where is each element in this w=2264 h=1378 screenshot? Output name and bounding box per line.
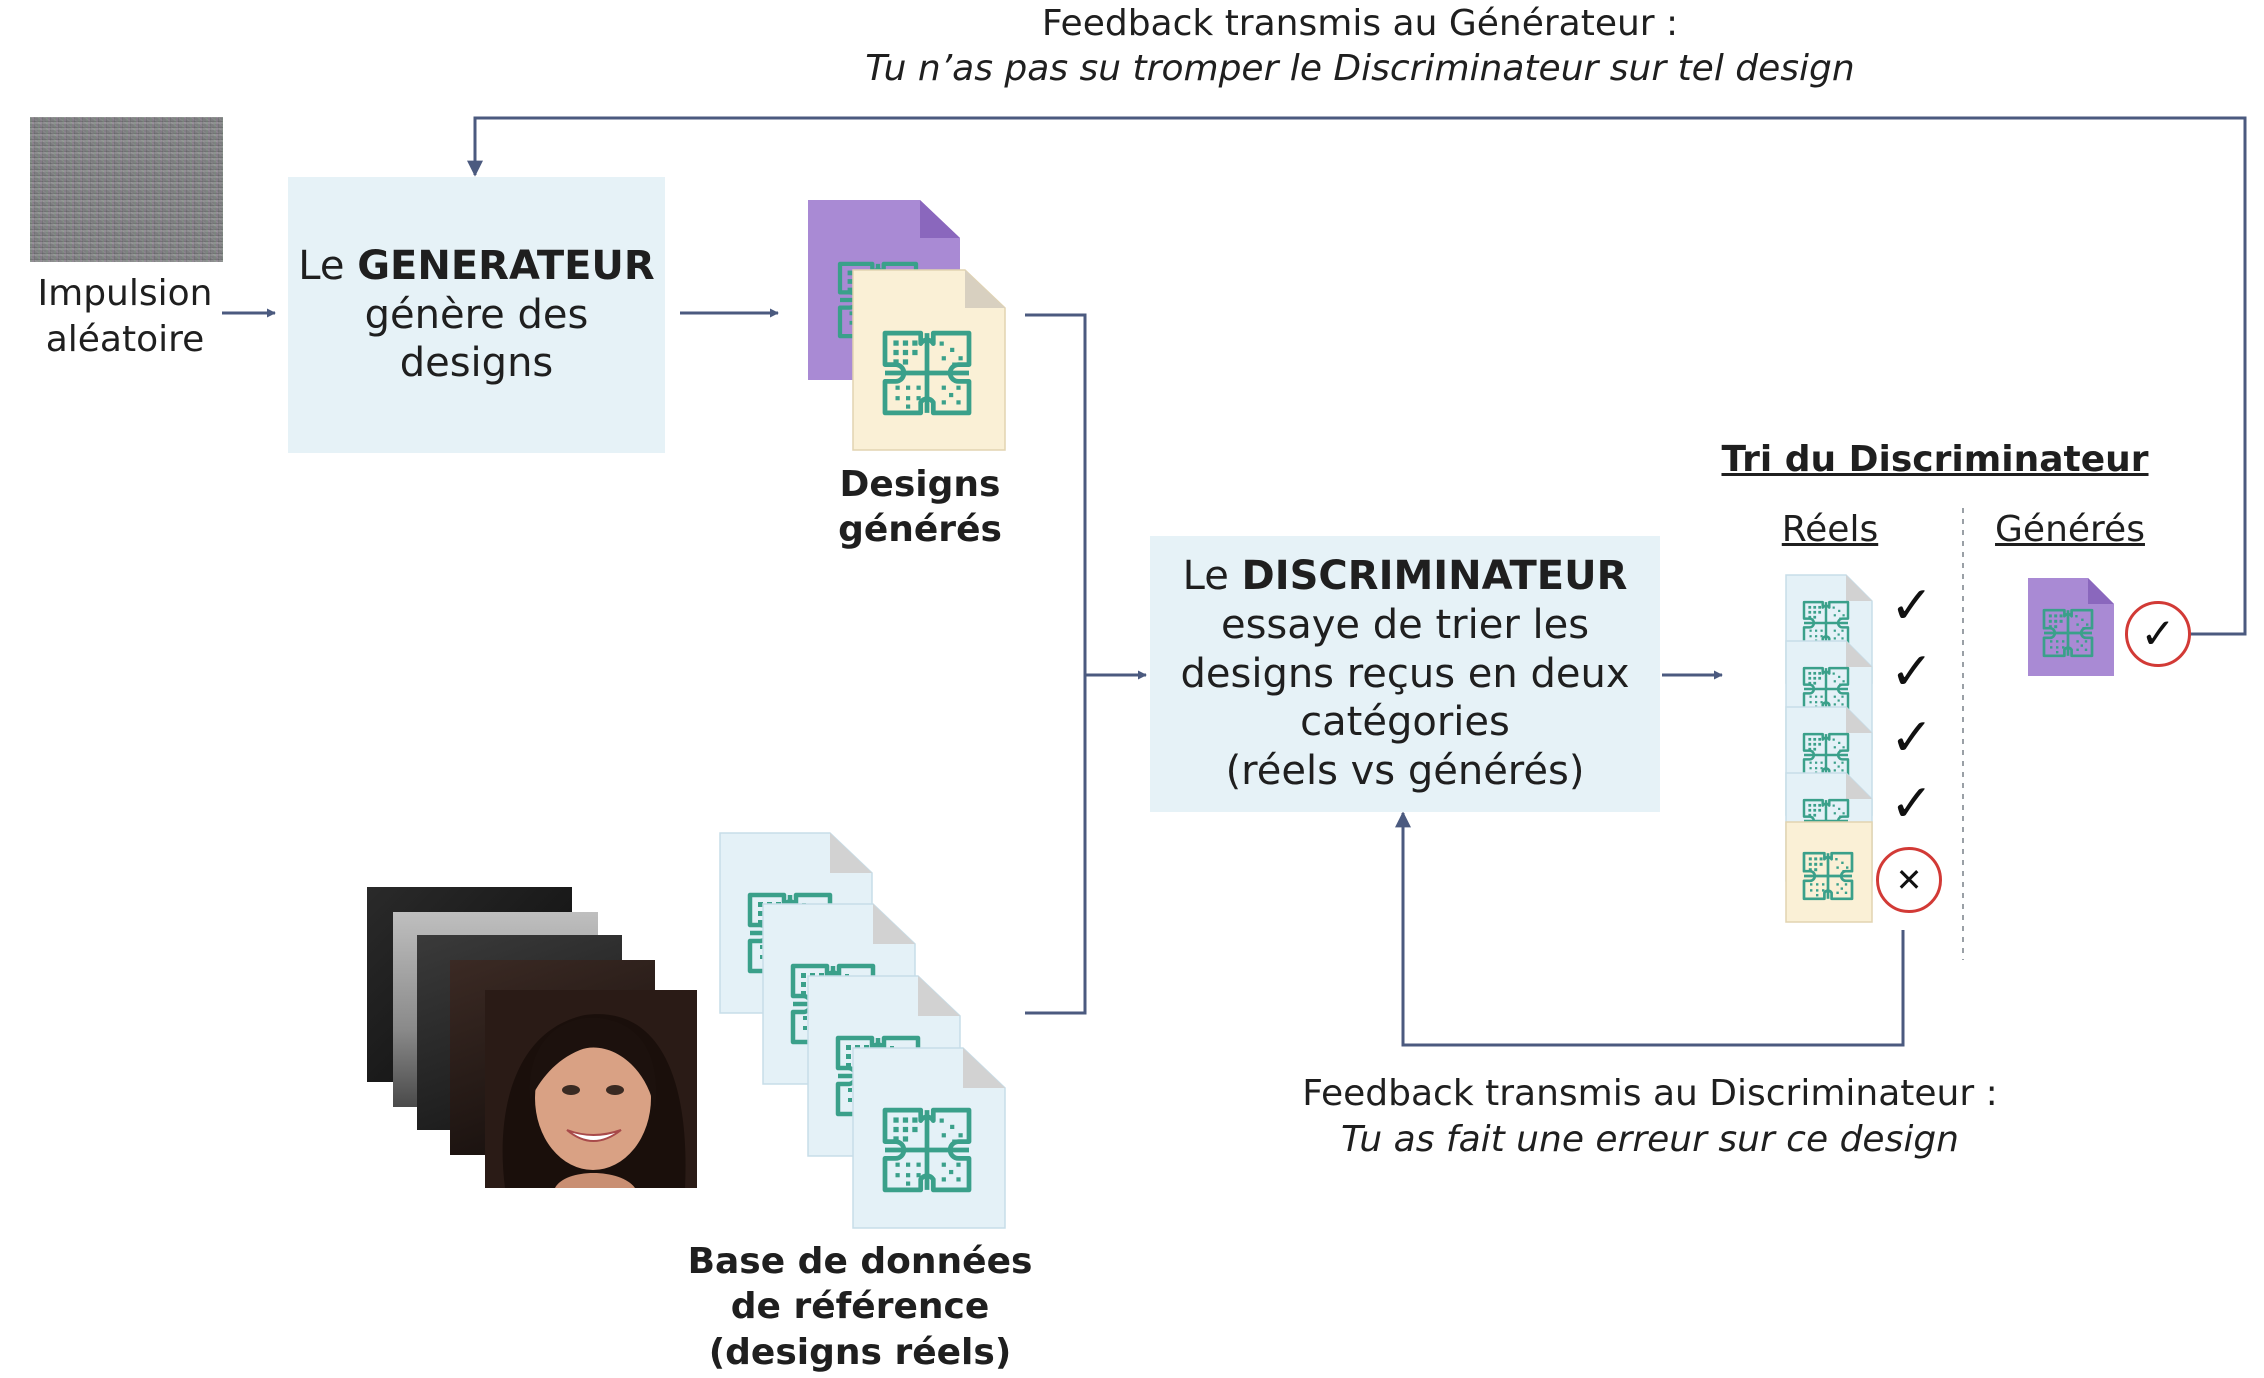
generator-name: GENERATEUR	[357, 242, 655, 289]
discriminator-line4: catégories	[1300, 699, 1510, 746]
reference-db-label-line1: Base de données	[687, 1241, 1033, 1282]
document-icon-sorted-misclassified	[1785, 821, 1873, 923]
discriminator-name: DISCRIMINATEUR	[1241, 553, 1628, 599]
circled-check-icon: ✓	[2125, 601, 2191, 667]
sorted-real-column	[1785, 574, 1873, 923]
connector-generated-designs	[1025, 313, 1087, 1015]
check-glyph: ✓	[2140, 609, 2176, 658]
discriminator-line3: designs reçus en deux	[1180, 650, 1630, 697]
generator-line3: designs	[399, 340, 554, 387]
generated-designs-label-line2: générés	[838, 509, 1002, 550]
generator-prefix: Le	[298, 242, 358, 289]
random-noise-image	[30, 117, 223, 262]
face-portrait	[485, 990, 697, 1188]
sorting-real-header: Réels	[1781, 509, 1879, 550]
generator-line2: génère des	[364, 291, 589, 338]
reference-db-label-line2: de référence	[730, 1286, 990, 1327]
input-label-line2: aléatoire	[45, 319, 205, 360]
check-icon: ✓	[1890, 774, 1934, 834]
feedback-loop-generator	[467, 116, 2247, 636]
reference-db-label-line3: (designs réels)	[708, 1332, 1012, 1373]
document-icon-generated-cream	[852, 269, 1006, 451]
feedback-generator-title: Feedback transmis au Générateur :	[1041, 3, 1679, 44]
feedback-loop-discriminator	[1395, 811, 1905, 1047]
feedback-discriminator-title: Feedback transmis au Discriminateur :	[1302, 1073, 1998, 1114]
check-icon: ✓	[1890, 576, 1934, 636]
document-icon-sorted-generated	[2028, 578, 2114, 676]
sorting-generated-header: Générés	[1995, 509, 2145, 550]
discriminator-prefix: Le	[1182, 553, 1242, 599]
generated-designs-stack	[808, 200, 1006, 451]
reference-photo-front	[485, 990, 697, 1188]
input-label-line1: Impulsion	[37, 273, 213, 314]
reference-designs-stack	[719, 832, 1006, 1229]
feedback-discriminator-message: Tu as fait une erreur sur ce design	[1341, 1119, 1959, 1160]
cross-glyph: ✕	[1895, 861, 1923, 899]
document-icon-reference-4	[852, 1047, 1006, 1229]
discriminator-box: Le DISCRIMINATEUR essaye de trier les de…	[1150, 536, 1660, 812]
connectors	[222, 116, 2247, 1047]
check-icon: ✓	[1890, 708, 1934, 768]
error-cross-icon: ✕	[1876, 847, 1942, 913]
check-icon: ✓	[1890, 642, 1934, 702]
generated-designs-label-line1: Designs	[839, 464, 1001, 505]
sorting-title: Tri du Discriminateur	[1721, 439, 2149, 480]
feedback-generator-message: Tu n’as pas su tromper le Discriminateur…	[865, 48, 1855, 89]
discriminator-line2: essaye de trier les	[1220, 601, 1590, 648]
generator-box: Le GENERATEUR génère des designs	[288, 177, 665, 453]
discriminator-line5: (réels vs générés)	[1225, 748, 1585, 795]
